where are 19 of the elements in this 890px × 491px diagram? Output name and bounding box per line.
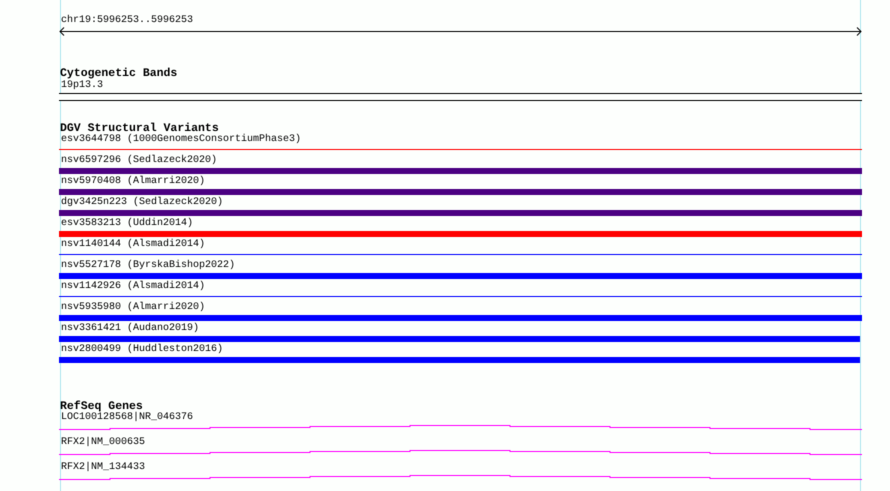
variant-label: nsv3361421 (Audano2019) xyxy=(61,323,200,335)
variant-label: nsv5527178 (ByrskaBishop2022) xyxy=(61,260,236,272)
variant-label: nsv2800499 (Huddleston2016) xyxy=(61,344,224,356)
gene-label: RFX2|NM_000635 xyxy=(61,437,146,449)
gene-label: LOC100128568|NR_046376 xyxy=(61,412,194,424)
variant-label: nsv5970408 (Almarri2020) xyxy=(61,176,206,188)
variant-label: esv3644798 (1000GenomesConsortiumPhase3) xyxy=(61,134,302,146)
track-heading: DGV Structural Variants xyxy=(60,122,219,135)
track-heading: RefSeq Genes xyxy=(60,400,143,413)
variant-label: nsv1140144 (Alsmadi2014) xyxy=(61,239,206,251)
variant-label: nsv1142926 (Alsmadi2014) xyxy=(61,281,206,293)
band-label: 19p13.3 xyxy=(61,80,104,92)
gene-label: RFX2|NM_134433 xyxy=(61,462,146,474)
locus-coordinates: chr19:5996253..5996253 xyxy=(61,15,194,27)
track-heading: Cytogenetic Bands xyxy=(60,67,178,80)
variant-label: dgv3425n223 (Sedlazeck2020) xyxy=(61,197,224,209)
variant-label: esv3583213 (Uddin2014) xyxy=(61,218,194,230)
variant-label: nsv5935980 (Almarri2020) xyxy=(61,302,206,314)
variant-label: nsv6597296 (Sedlazeck2020) xyxy=(61,155,218,167)
